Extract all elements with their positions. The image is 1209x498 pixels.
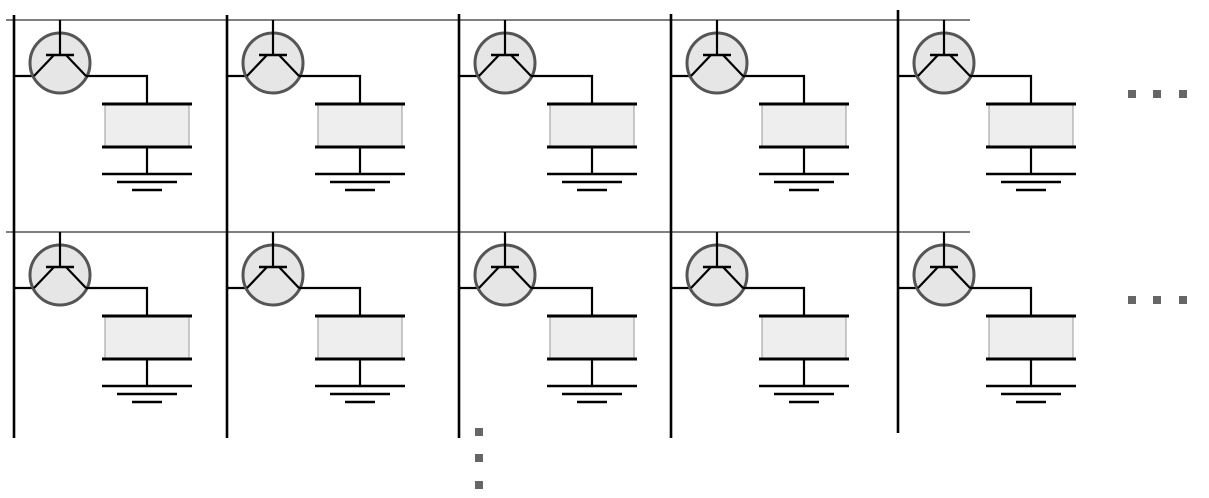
memory-cell	[671, 20, 849, 192]
horizontal-ellipsis-icon	[1128, 90, 1187, 98]
capacitor-icon	[547, 102, 637, 149]
storage-wire	[970, 286, 1033, 316]
bipolar-transistor-icon	[685, 20, 749, 95]
bipolar-transistor-icon	[685, 232, 749, 307]
ground-icon	[315, 359, 405, 404]
ground-icon	[547, 147, 637, 192]
storage-wire	[299, 286, 362, 316]
vertical-ellipsis-icon	[475, 428, 483, 489]
horizontal-ellipsis-icon	[1128, 296, 1187, 304]
bipolar-transistor-icon	[473, 20, 537, 95]
capacitor-icon	[759, 102, 849, 149]
storage-wire	[86, 74, 149, 104]
ground-icon	[102, 359, 192, 404]
capacitor-icon	[547, 314, 637, 361]
storage-wire	[743, 74, 806, 104]
ground-icon	[547, 359, 637, 404]
storage-wire	[531, 74, 594, 104]
memory-cell	[227, 20, 405, 192]
storage-wire	[86, 286, 149, 316]
bipolar-transistor-icon	[241, 232, 305, 307]
capacitor-icon	[759, 314, 849, 361]
bipolar-transistor-icon	[912, 20, 976, 95]
memory-cell	[14, 20, 192, 192]
capacitor-icon	[986, 314, 1076, 361]
bipolar-transistor-icon	[473, 232, 537, 307]
ground-icon	[759, 359, 849, 404]
ground-icon	[986, 147, 1076, 192]
memory-cell	[898, 232, 1076, 404]
storage-wire	[531, 286, 594, 316]
bipolar-transistor-icon	[241, 20, 305, 95]
memory-cell	[459, 20, 637, 192]
capacitor-icon	[315, 314, 405, 361]
capacitor-icon	[986, 102, 1076, 149]
bipolar-transistor-icon	[28, 20, 92, 95]
memory-cell	[227, 232, 405, 404]
ground-icon	[102, 147, 192, 192]
storage-wire	[743, 286, 806, 316]
memory-cell	[671, 232, 849, 404]
memory-cell	[459, 232, 637, 404]
memory-cell	[14, 232, 192, 404]
ground-icon	[759, 147, 849, 192]
capacitor-icon	[102, 102, 192, 149]
ground-icon	[986, 359, 1076, 404]
memory-cell	[898, 20, 1076, 192]
bipolar-transistor-icon	[28, 232, 92, 307]
ground-icon	[315, 147, 405, 192]
storage-wire	[970, 74, 1033, 104]
capacitor-icon	[315, 102, 405, 149]
capacitor-icon	[102, 314, 192, 361]
storage-wire	[299, 74, 362, 104]
bipolar-transistor-icon	[912, 232, 976, 307]
